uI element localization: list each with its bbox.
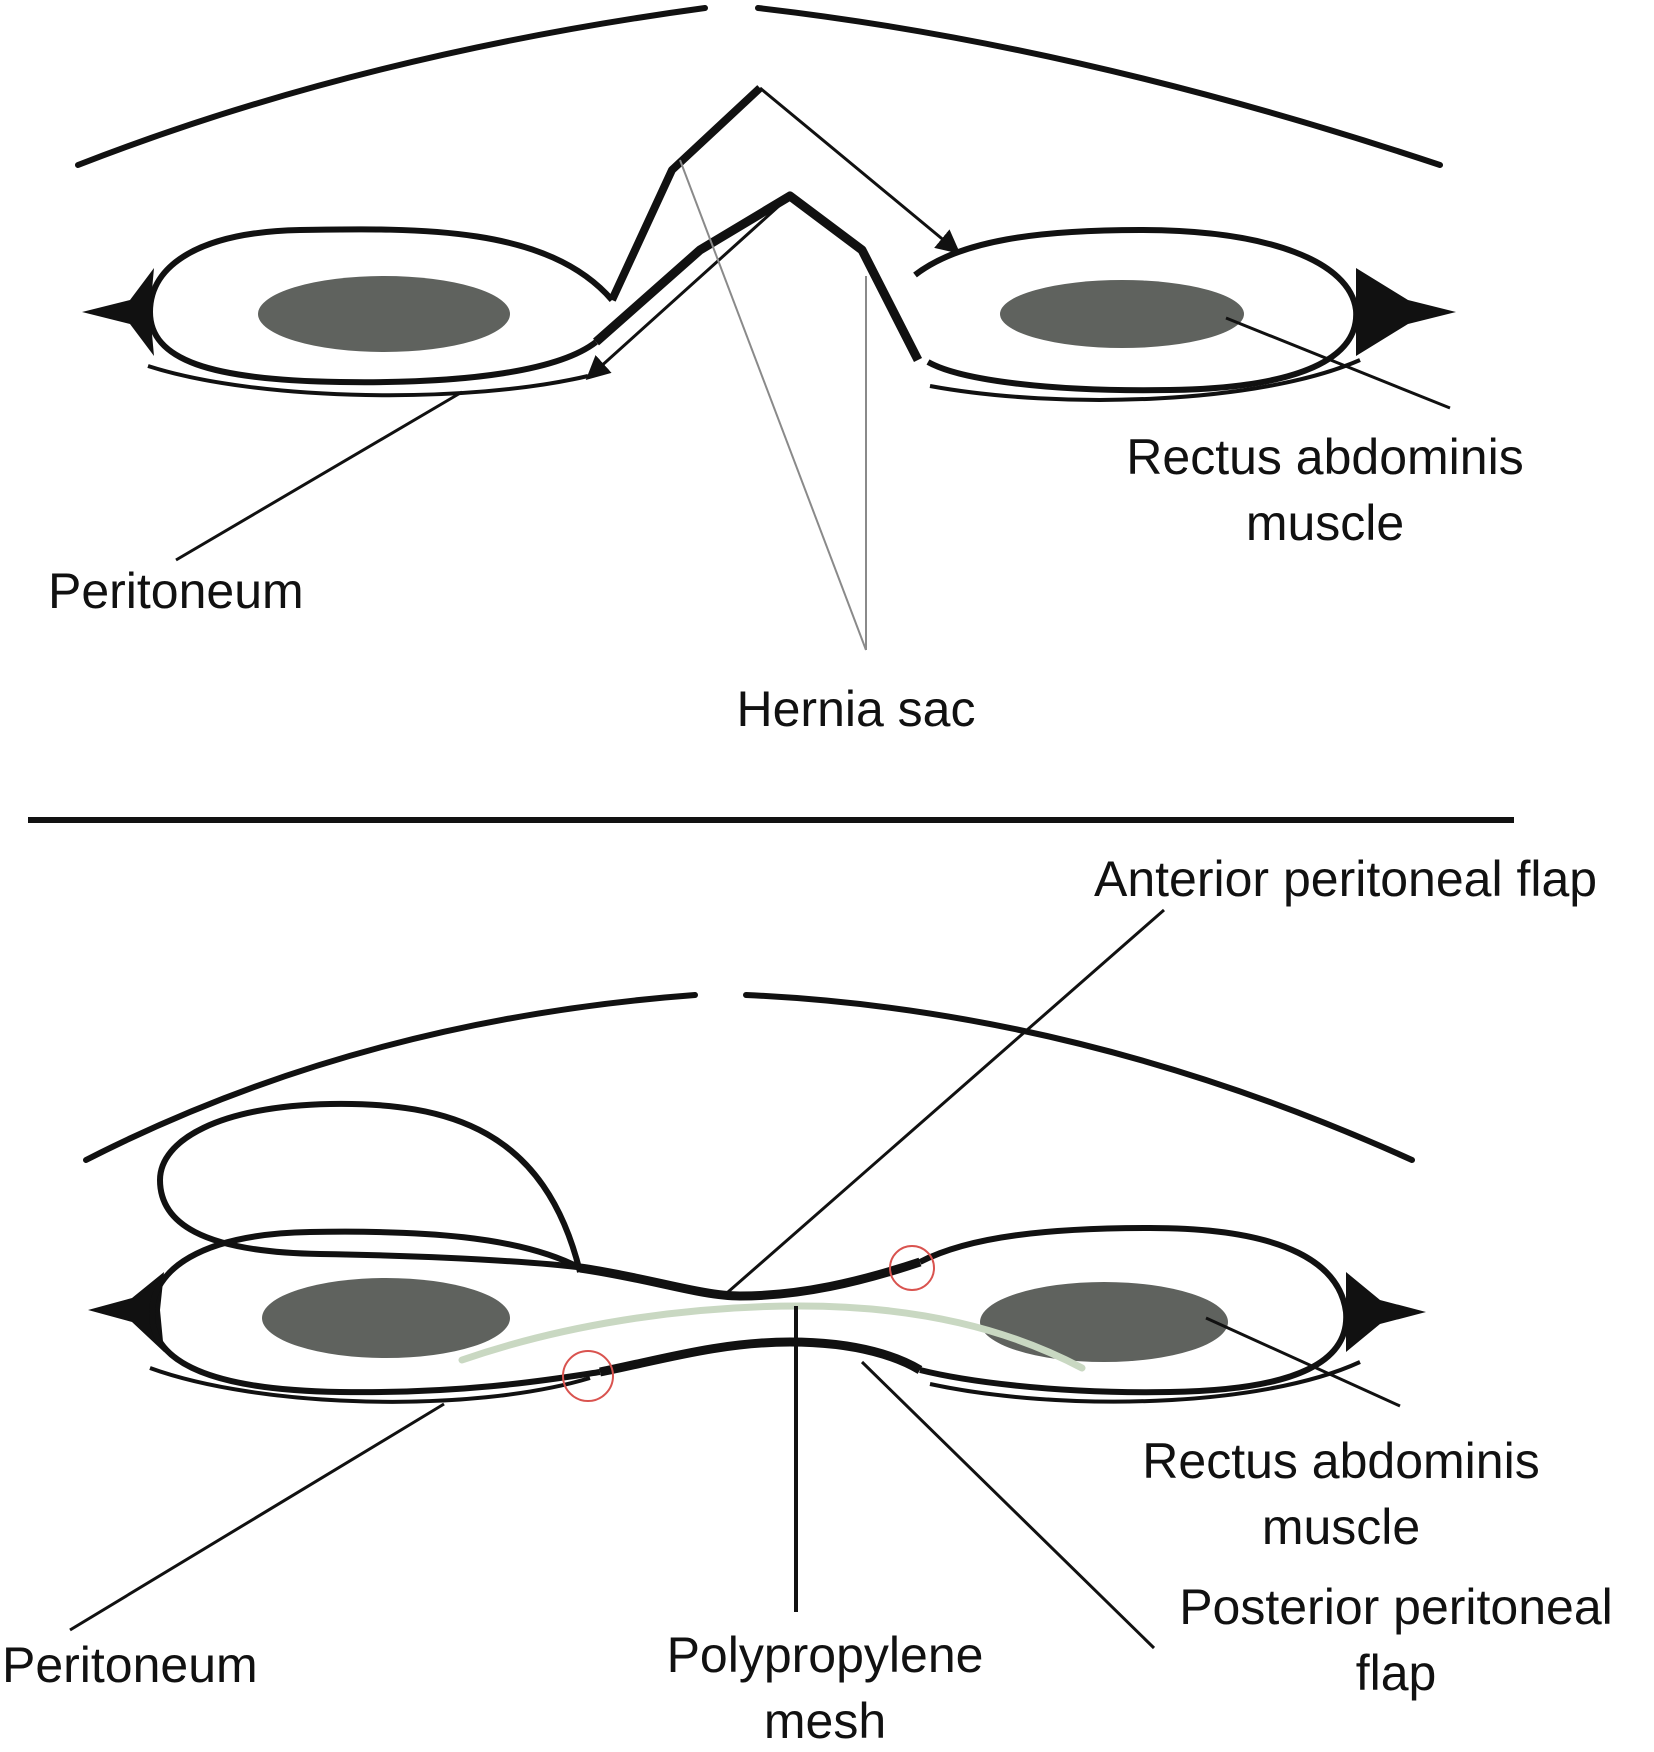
suture-marker-anterior (889, 1245, 935, 1291)
top-rectus-sheath-right (913, 226, 1360, 394)
top-peritoneum-left (147, 364, 589, 398)
top-skin-left (75, 5, 708, 168)
bottom-skin-right (743, 992, 1415, 1163)
hernia-arrow-left (585, 194, 792, 381)
bottom-peritoneum-left (149, 1366, 591, 1404)
label-anterior-peritoneal-flap: Anterior peritoneal flap (1094, 851, 1598, 907)
leader-rectus-bottom (1205, 1316, 1401, 1408)
hernia-arrow-right (759, 86, 961, 254)
label-peritoneum-bottom: Peritoneum (2, 1637, 258, 1693)
top-panel (75, 5, 1456, 651)
top-rectus-muscle-right (1000, 280, 1244, 348)
bottom-linea-semilunaris-right (1346, 1272, 1426, 1352)
anterior-peritoneal-flap-line (579, 1257, 922, 1301)
label-rectus-top-line1: Rectus abdominis (1126, 429, 1524, 485)
bottom-rectus-sheath-left (156, 1100, 585, 1273)
label-rectus-bottom-line1: Rectus abdominis (1142, 1433, 1540, 1489)
hernia-sac-outer (608, 85, 763, 302)
leader-anterior-flap (727, 908, 1165, 1294)
label-rectus-abdominis-bottom: Rectus abdominis muscle (1076, 1428, 1606, 1560)
bottom-rectus-outline-left (148, 1228, 601, 1396)
top-linea-semilunaris-right (1356, 268, 1456, 356)
label-hernia-sac: Hernia sac (736, 681, 976, 737)
label-mesh-line1: Polypropylene (666, 1627, 984, 1683)
leader-peritoneum-bottom (69, 1402, 445, 1632)
polypropylene-mesh-band (458, 1302, 1086, 1372)
label-posterior-line1: Posterior peritoneal (1179, 1579, 1613, 1635)
leader-rectus-top (1225, 316, 1451, 410)
bottom-linea-semilunaris-left (88, 1272, 164, 1352)
label-polypropylene-mesh: Polypropylene mesh (600, 1622, 1050, 1752)
bottom-rectus-muscle-right (980, 1282, 1228, 1362)
leader-peritoneum-top (175, 390, 463, 562)
label-posterior-peritoneal-flap: Posterior peritoneal flap (1126, 1574, 1654, 1706)
label-rectus-top-line2: muscle (1245, 495, 1405, 551)
suture-marker-posterior (562, 1350, 614, 1402)
bottom-panel (69, 908, 1426, 1650)
label-rectus-bottom-line2: muscle (1261, 1499, 1421, 1555)
label-rectus-abdominis-top: Rectus abdominis muscle (1060, 424, 1590, 556)
top-peritoneum-right (929, 358, 1361, 402)
label-posterior-line2: flap (1355, 1645, 1437, 1701)
label-mesh-line2: mesh (763, 1693, 887, 1749)
top-rectus-muscle-left (258, 276, 510, 352)
bottom-skin-left (83, 992, 698, 1163)
leader-hernia-sac-1 (679, 159, 867, 651)
posterior-peritoneal-flap-line (599, 1337, 923, 1377)
label-peritoneum-top: Peritoneum (48, 563, 304, 619)
bottom-peritoneum-right (929, 1360, 1361, 1404)
bottom-rectus-muscle-left (262, 1278, 510, 1358)
top-skin-right (755, 5, 1443, 168)
top-linea-semilunaris-left (82, 268, 154, 356)
leader-posterior-flap (860, 1360, 1156, 1650)
